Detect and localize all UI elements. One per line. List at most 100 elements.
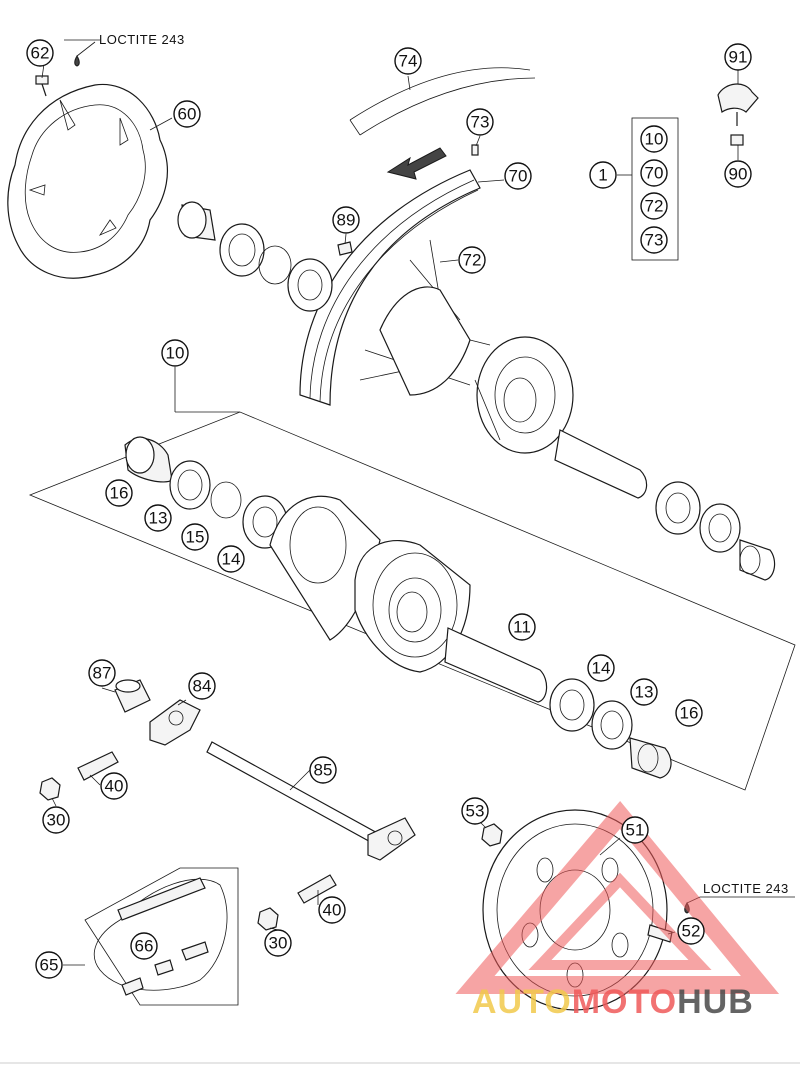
svg-text:65: 65 xyxy=(40,956,59,975)
chain-loop xyxy=(93,878,228,991)
svg-text:14: 14 xyxy=(592,659,611,678)
svg-text:13: 13 xyxy=(149,509,168,528)
valve-cap xyxy=(337,241,353,256)
hub-spacer-left xyxy=(124,436,173,483)
svg-text:60: 60 xyxy=(178,105,197,124)
callout-62: 62 xyxy=(26,39,54,67)
wheel-rim xyxy=(299,169,481,406)
svg-text:1: 1 xyxy=(598,166,607,185)
callout-40-left: 40 xyxy=(100,772,128,800)
callout-89: 89 xyxy=(332,206,360,234)
hub-body xyxy=(269,495,471,673)
hub-axle-spacer xyxy=(444,627,548,703)
callout-60: 60 xyxy=(173,100,201,128)
svg-text:14: 14 xyxy=(222,550,241,569)
svg-text:66: 66 xyxy=(135,937,154,956)
callout-51: 51 xyxy=(621,816,649,844)
watermark-part-2: MOTO xyxy=(572,983,677,1021)
assembled-hub xyxy=(379,286,776,581)
callout-90: 90 xyxy=(724,160,752,188)
rim-band xyxy=(349,67,536,136)
svg-text:52: 52 xyxy=(682,922,701,941)
callout-84: 84 xyxy=(188,672,216,700)
callout-65: 65 xyxy=(35,951,63,979)
spoke-wrench xyxy=(717,83,759,126)
wrench-bit xyxy=(730,134,744,146)
hub-spacer-right xyxy=(629,737,672,779)
callout-10: 10 xyxy=(161,339,189,367)
loctite-note-top: LOCTITE 243 xyxy=(99,32,185,47)
callout-85: 85 xyxy=(309,756,337,784)
hub-seal-right xyxy=(591,700,633,750)
kit-item-72: 72 xyxy=(640,192,668,220)
watermark-text: AUTOMOTOHUB xyxy=(472,983,754,1021)
callout-30-right: 30 xyxy=(264,929,292,957)
sprocket-nut xyxy=(481,823,503,847)
svg-text:30: 30 xyxy=(47,811,66,830)
callout-52: 52 xyxy=(677,917,705,945)
adjuster-bolt-left xyxy=(77,751,119,781)
svg-text:90: 90 xyxy=(729,165,748,184)
callout-14-left: 14 xyxy=(217,545,245,573)
callout-16-right: 16 xyxy=(675,699,703,727)
kit-box xyxy=(631,117,679,261)
svg-text:62: 62 xyxy=(31,44,50,63)
brake-disc xyxy=(7,83,168,279)
nipple xyxy=(471,144,479,156)
callout-13-left: 13 xyxy=(144,504,172,532)
watermark-part-1: AUTO xyxy=(472,983,572,1021)
kit-item-73: 73 xyxy=(640,226,668,254)
svg-text:15: 15 xyxy=(186,528,205,547)
svg-text:72: 72 xyxy=(463,251,482,270)
watermark-triangle-icon xyxy=(455,800,780,994)
callout-70: 70 xyxy=(504,162,532,190)
callout-14-right: 14 xyxy=(587,654,615,682)
upper-seal xyxy=(219,223,265,277)
svg-text:73: 73 xyxy=(471,113,490,132)
callout-13-right: 13 xyxy=(630,678,658,706)
svg-text:40: 40 xyxy=(105,777,124,796)
svg-text:87: 87 xyxy=(93,664,112,683)
svg-text:13: 13 xyxy=(635,683,654,702)
kit-item-10: 10 xyxy=(640,125,668,153)
svg-text:74: 74 xyxy=(399,52,418,71)
loctite-note-sprocket: LOCTITE 243 xyxy=(703,881,789,896)
svg-text:84: 84 xyxy=(193,677,212,696)
callout-91: 91 xyxy=(724,43,752,71)
callout-74: 74 xyxy=(394,47,422,75)
hub-bearing-right xyxy=(549,678,595,732)
loctite-drop-icon xyxy=(74,55,80,67)
chain-segment xyxy=(117,877,206,921)
disc-screw xyxy=(35,75,49,97)
callout-72: 72 xyxy=(458,246,486,274)
callout-16-left: 16 xyxy=(105,479,133,507)
svg-text:30: 30 xyxy=(269,934,288,953)
svg-text:89: 89 xyxy=(337,211,356,230)
watermark xyxy=(455,800,780,994)
svg-text:85: 85 xyxy=(314,761,333,780)
chain-adjuster-left xyxy=(149,699,201,746)
callout-15: 15 xyxy=(181,523,209,551)
callout-53: 53 xyxy=(461,797,489,825)
adjuster-bolt-right xyxy=(297,874,337,904)
svg-text:70: 70 xyxy=(509,167,528,186)
callout-66: 66 xyxy=(130,932,158,960)
hub-assembly-frame xyxy=(28,411,796,791)
upper-bearing xyxy=(287,258,333,312)
svg-text:10: 10 xyxy=(645,130,664,149)
svg-text:10: 10 xyxy=(166,344,185,363)
svg-text:72: 72 xyxy=(645,197,664,216)
svg-text:51: 51 xyxy=(626,821,645,840)
callout-11: 11 xyxy=(508,613,536,641)
svg-text:70: 70 xyxy=(645,164,664,183)
svg-text:16: 16 xyxy=(110,484,129,503)
svg-text:91: 91 xyxy=(729,48,748,67)
adjuster-nut-left xyxy=(39,777,61,801)
callout-30-left: 30 xyxy=(42,806,70,834)
callout-40-right: 40 xyxy=(318,896,346,924)
callout-1: 1 xyxy=(589,161,617,189)
axle-nut-collar xyxy=(114,679,151,713)
svg-text:53: 53 xyxy=(466,802,485,821)
hub-circlip xyxy=(210,481,242,519)
